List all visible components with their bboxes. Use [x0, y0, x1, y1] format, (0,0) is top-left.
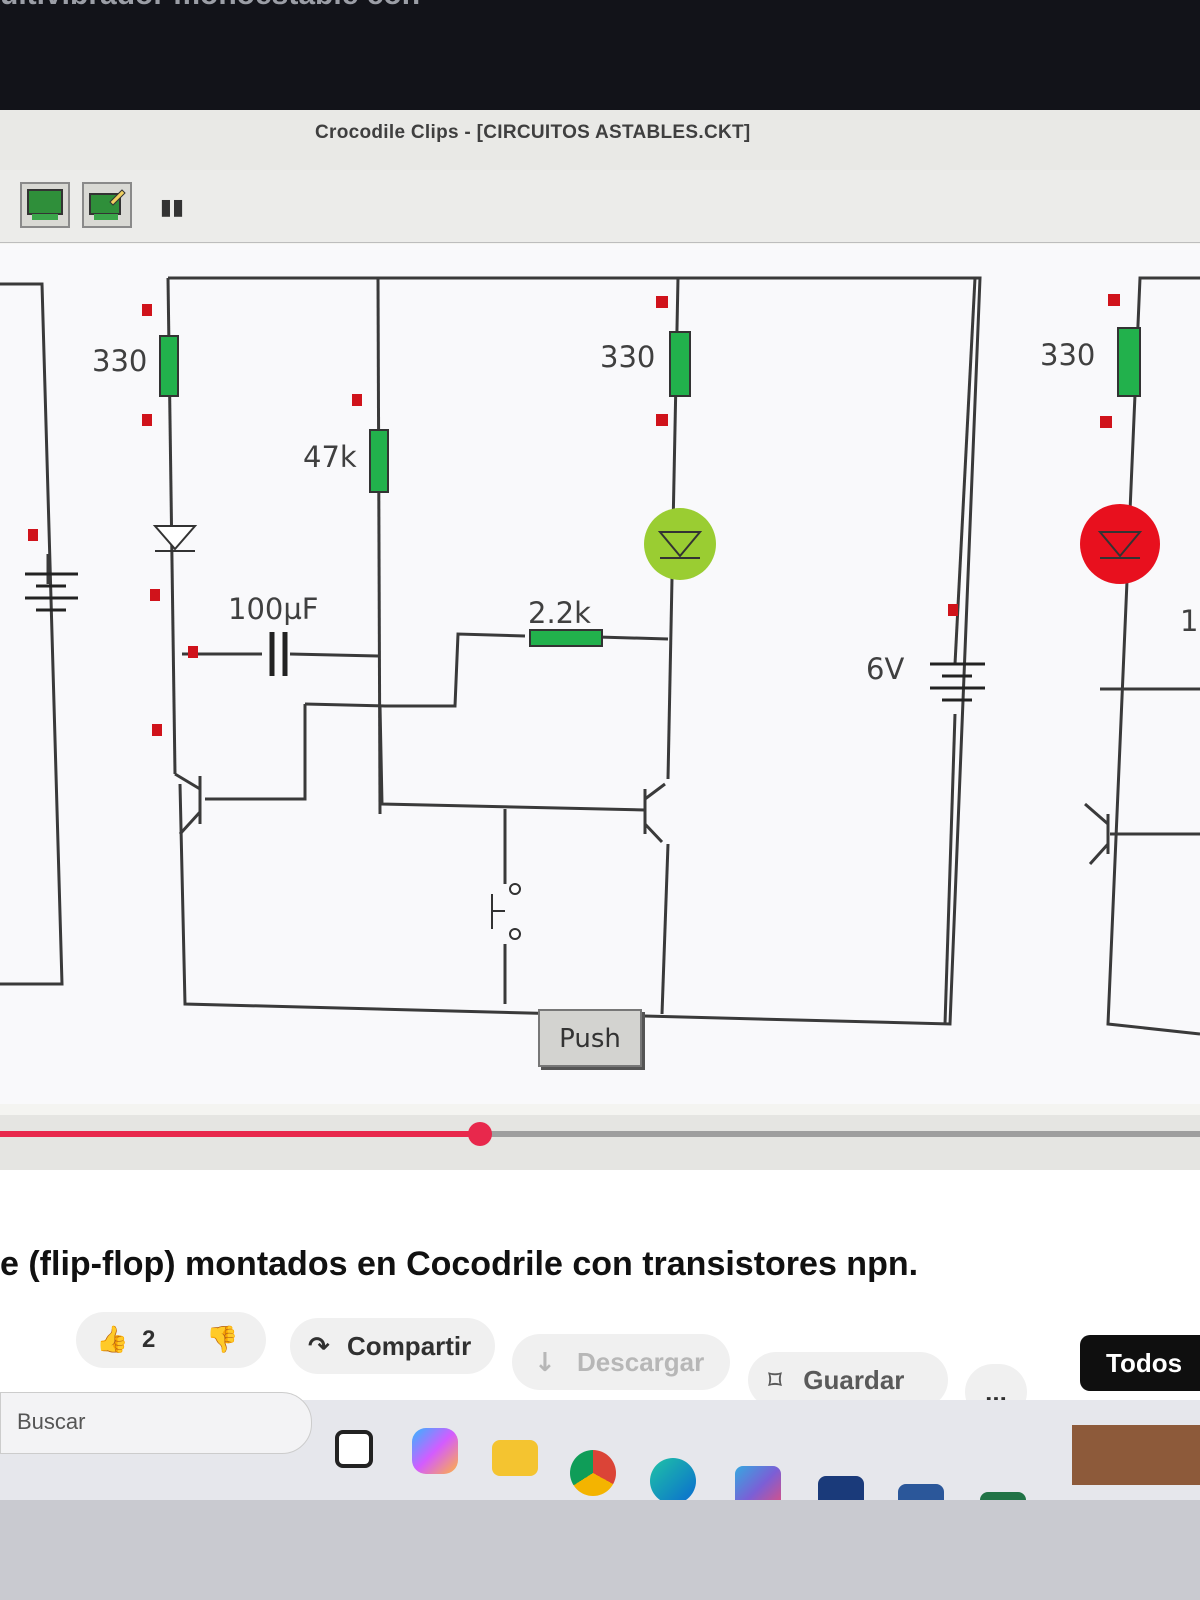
monitor-icon — [27, 189, 63, 220]
download-icon: ↓ — [534, 1348, 556, 1378]
browser-top-dark — [0, 0, 1200, 110]
progress-track[interactable] — [0, 1131, 1200, 1137]
led-red[interactable] — [1080, 504, 1160, 584]
edit-monitor-icon — [89, 189, 126, 220]
filter-chip-todos[interactable]: Todos — [1080, 1335, 1200, 1391]
circuit-view-button[interactable] — [20, 182, 70, 228]
pause-button[interactable]: ▮▮ — [159, 195, 185, 220]
edit-view-button[interactable] — [82, 182, 132, 228]
resistor-left[interactable] — [159, 335, 179, 397]
app-title: Crocodile Clips - [CIRCUITOS ASTABLES.CK… — [315, 122, 751, 143]
battery-label: 6V — [866, 652, 905, 686]
share-label: Compartir — [347, 1331, 472, 1361]
probe-markers — [28, 294, 1120, 736]
led-green[interactable] — [644, 508, 716, 580]
save-button[interactable]: ⌑ Guardar — [748, 1352, 948, 1408]
transistor-right[interactable] — [643, 782, 666, 844]
resistor-left-label: 330 — [92, 344, 148, 378]
cut-label: 1 — [1180, 604, 1199, 638]
transistor-left[interactable] — [174, 772, 202, 836]
push-button[interactable]: Push — [538, 1009, 642, 1067]
toolbar: ▮▮ — [0, 170, 1200, 243]
thumbs-down-icon[interactable]: 👎 — [206, 1325, 239, 1355]
edge-icon[interactable] — [650, 1458, 696, 1504]
resistor-47k-label: 47k — [303, 440, 357, 474]
video-title-cut: ultivibrador monoestable con — [0, 0, 420, 12]
battery-6v[interactable] — [930, 662, 985, 702]
like-dislike-group: 👍 2 👎 — [76, 1312, 266, 1368]
resistor-47k[interactable] — [369, 429, 389, 493]
like-count: 2 — [142, 1326, 156, 1353]
download-button[interactable]: ↓ Descargar — [512, 1334, 730, 1390]
transistor-far-right[interactable] — [1084, 802, 1110, 866]
save-label: Guardar — [803, 1365, 905, 1395]
capacitor[interactable] — [269, 632, 288, 676]
resistor-right-label: 330 — [1040, 338, 1096, 372]
resistor-mid[interactable] — [669, 331, 691, 397]
resistor-mid-label: 330 — [600, 340, 656, 374]
share-button[interactable]: ↷ Compartir — [290, 1318, 495, 1374]
progress-scrubber[interactable] — [468, 1122, 492, 1146]
push-switch[interactable] — [491, 883, 521, 940]
share-icon: ↷ — [308, 1332, 330, 1362]
download-label: Descargar — [577, 1347, 705, 1377]
led-left[interactable] — [152, 525, 198, 552]
folder-icon[interactable] — [492, 1440, 538, 1476]
battery-left[interactable] — [25, 572, 78, 612]
video-caption: e (flip-flop) montados en Cocodrile con … — [0, 1245, 919, 1283]
thumbs-up-icon[interactable]: 👍 — [96, 1325, 129, 1355]
circuit-canvas[interactable]: 330 47k 330 330 100µF 2.2k 6V 1 Push — [0, 244, 1200, 1104]
app-window: Crocodile Clips - [CIRCUITOS ASTABLES.CK… — [0, 110, 1200, 1165]
player-controls — [0, 1115, 1200, 1170]
capacitor-label: 100µF — [228, 592, 319, 626]
chrome-icon[interactable] — [570, 1450, 616, 1496]
copilot-icon[interactable] — [412, 1428, 458, 1474]
search-label: Buscar — [17, 1409, 86, 1434]
circuit-wires — [0, 276, 1200, 1036]
video-thumbnail[interactable] — [1072, 1425, 1200, 1485]
bookmark-icon: ⌑ — [768, 1366, 783, 1396]
resistor-2-2k[interactable] — [529, 629, 603, 647]
resistor-right[interactable] — [1117, 327, 1141, 397]
resistor-2-2k-label: 2.2k — [528, 596, 591, 630]
monitor-bezel — [0, 1500, 1200, 1600]
explorer-icon[interactable] — [335, 1430, 373, 1468]
taskbar-search[interactable]: Buscar — [0, 1392, 312, 1454]
progress-fill — [0, 1131, 480, 1137]
title-bar: Crocodile Clips - [CIRCUITOS ASTABLES.CK… — [0, 110, 1200, 171]
